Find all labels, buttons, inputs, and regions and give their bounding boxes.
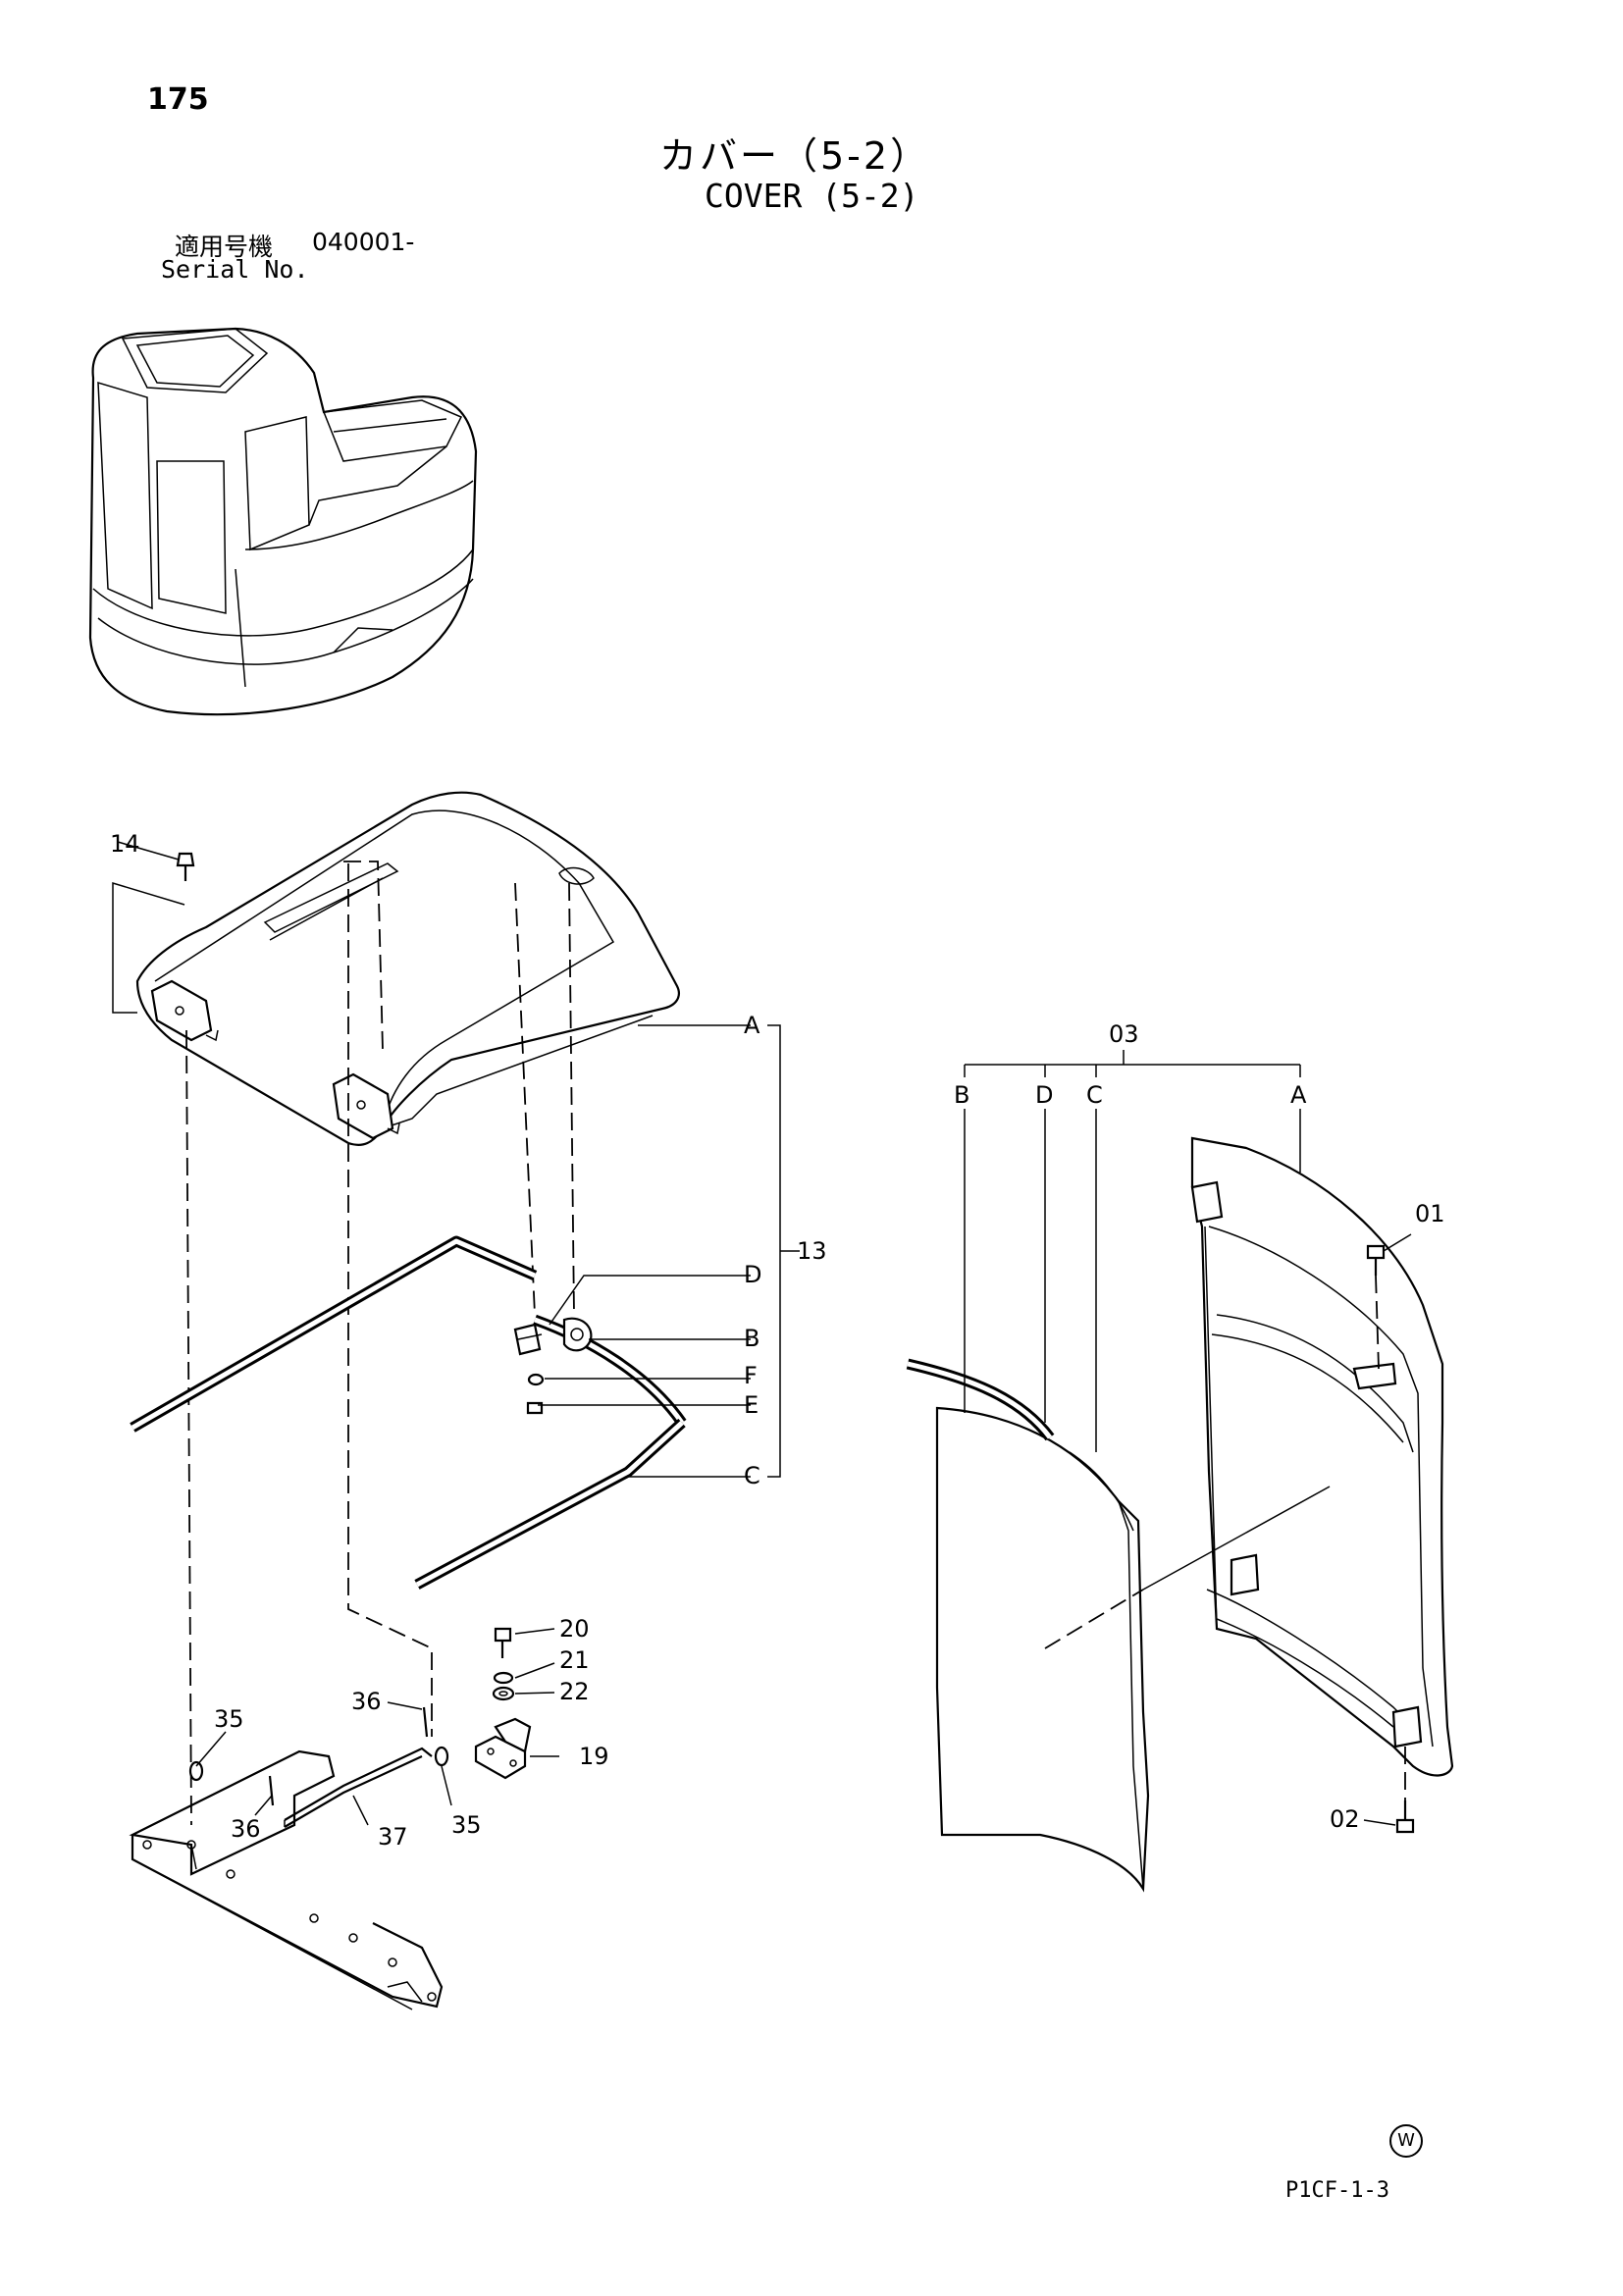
page-title-english: COVER (5-2) bbox=[705, 177, 919, 215]
letter-a-right: A bbox=[1290, 1081, 1307, 1109]
letter-b-left: B bbox=[744, 1325, 759, 1352]
letter-c-right: C bbox=[1086, 1081, 1103, 1109]
door-panel-assembly bbox=[906, 1050, 1454, 1893]
callout-20: 20 bbox=[559, 1615, 590, 1643]
callout-36-upper: 36 bbox=[351, 1688, 382, 1715]
latch-parts bbox=[513, 1317, 593, 1415]
circled-w-mark: W bbox=[1389, 2124, 1423, 2158]
serial-label-japanese: 適用号機 bbox=[175, 233, 274, 261]
callout-35-right: 35 bbox=[451, 1811, 482, 1839]
page-title-japanese: カバー（5-2） bbox=[659, 134, 931, 178]
bracket-assembly bbox=[129, 1627, 559, 2010]
callout-01: 01 bbox=[1415, 1200, 1445, 1227]
callout-02: 02 bbox=[1330, 1805, 1360, 1833]
machine-reference-sketch bbox=[88, 327, 478, 716]
callout-labels: 14 A 13 D B F E C 20 21 22 19 36 35 36 3… bbox=[110, 830, 1445, 1851]
callout-21: 21 bbox=[559, 1646, 590, 1674]
callout-19: 19 bbox=[579, 1743, 609, 1770]
letter-d-right: D bbox=[1035, 1081, 1053, 1109]
callout-36-lower: 36 bbox=[231, 1815, 261, 1843]
page-number: 175 bbox=[147, 82, 209, 117]
callout-37: 37 bbox=[378, 1823, 408, 1851]
top-cover-assembly bbox=[112, 791, 680, 1826]
callout-14: 14 bbox=[110, 830, 140, 858]
drawing-code: P1CF-1-3 bbox=[1285, 2178, 1389, 2203]
serial-label-english: Serial No. bbox=[161, 255, 309, 284]
letter-f-left: F bbox=[744, 1362, 758, 1389]
callout-03: 03 bbox=[1109, 1020, 1139, 1048]
callout-35-left: 35 bbox=[214, 1705, 244, 1733]
letter-c-left: C bbox=[744, 1462, 760, 1489]
letter-a-left: A bbox=[744, 1012, 760, 1039]
callout-22: 22 bbox=[559, 1678, 590, 1705]
letter-b-right: B bbox=[954, 1081, 969, 1109]
letter-d-left: D bbox=[744, 1261, 761, 1288]
callout-leaders-left bbox=[117, 841, 800, 1478]
seal-strip bbox=[130, 1235, 687, 1590]
serial-number-value: 040001- bbox=[312, 228, 415, 256]
callout-13: 13 bbox=[797, 1237, 827, 1265]
letter-e-left: E bbox=[744, 1391, 759, 1419]
